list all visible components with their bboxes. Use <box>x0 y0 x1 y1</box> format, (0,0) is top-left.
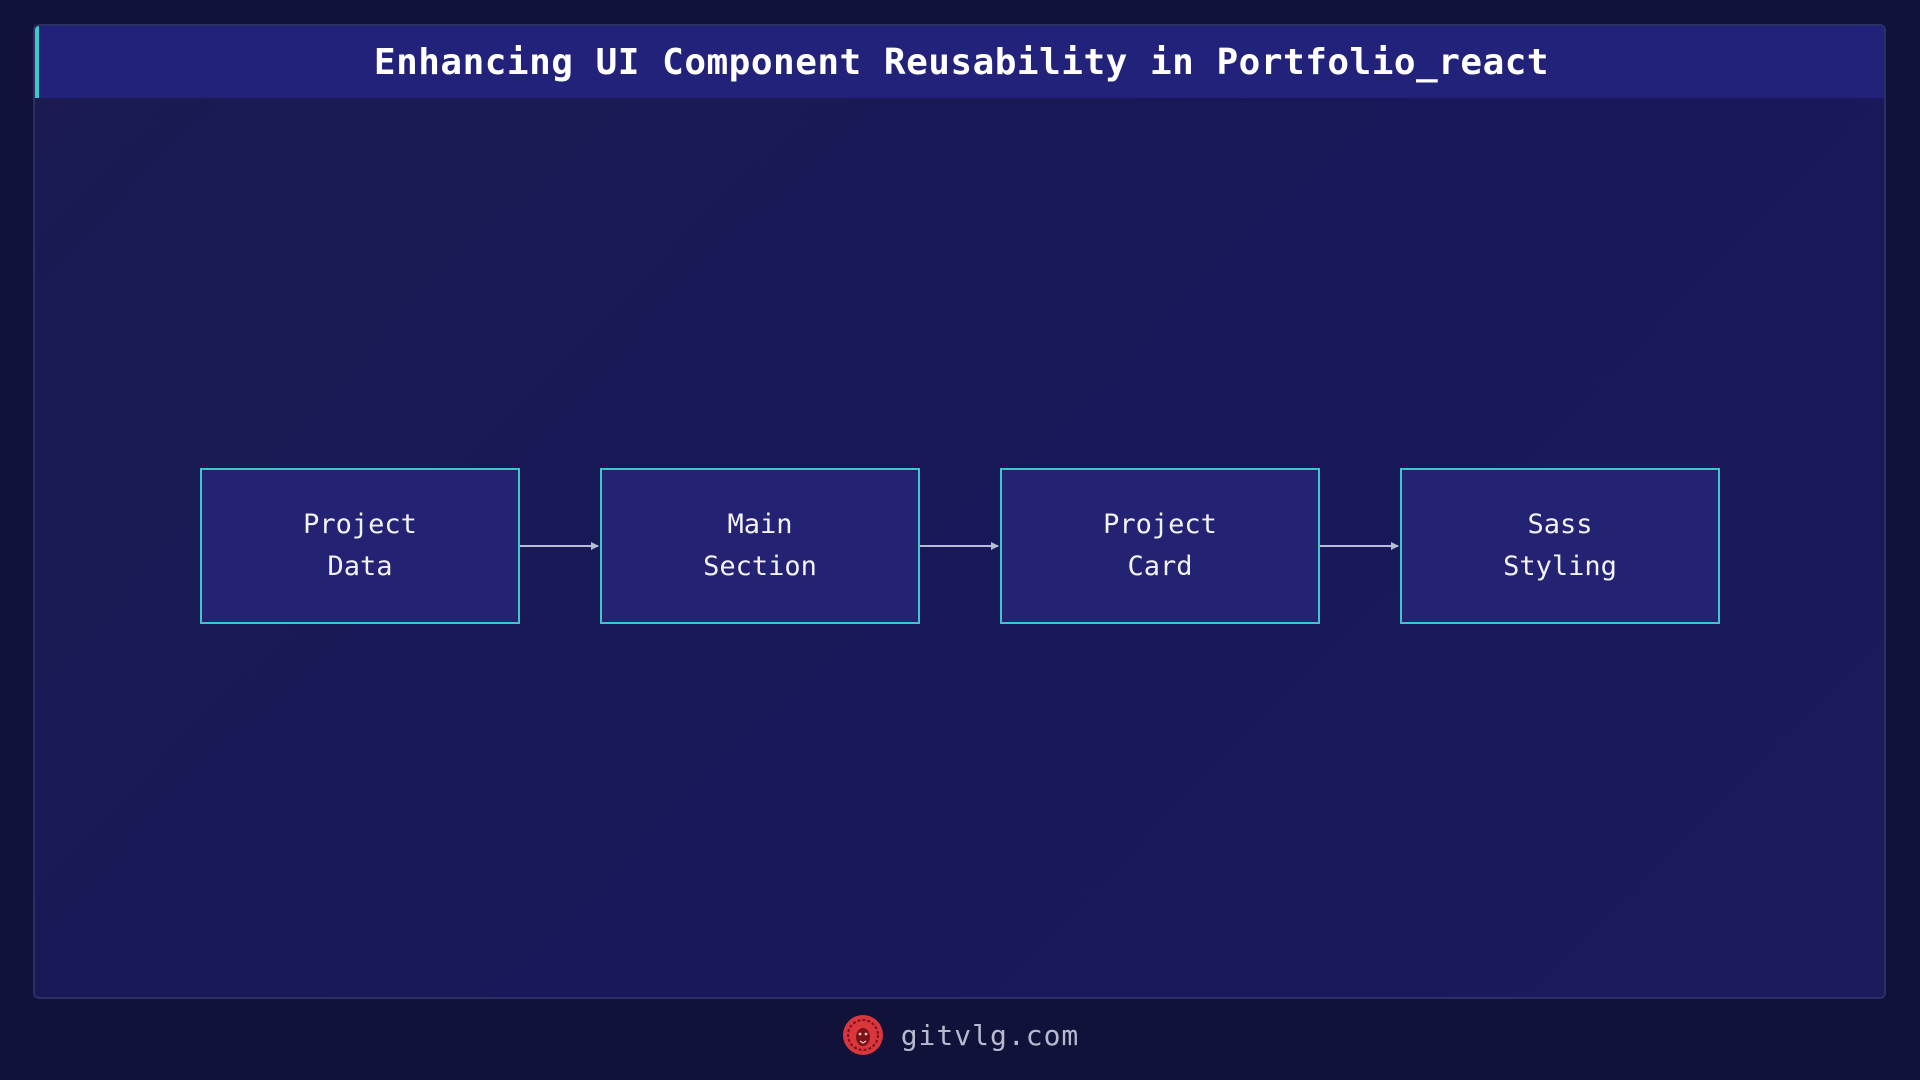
node-label-line1: Sass <box>1527 509 1593 540</box>
node-sass-styling: Sass Styling <box>1400 468 1720 624</box>
node-label-line2: Data <box>327 551 393 582</box>
lion-logo-icon <box>842 1015 883 1055</box>
footer-site-link[interactable]: gitvlg.com <box>900 1018 1080 1052</box>
node-label-line2: Section <box>703 551 817 582</box>
node-label-line1: Project <box>1103 509 1217 540</box>
node-label-line1: Main <box>727 509 793 540</box>
page-title: Enhancing UI Component Reusability in Po… <box>373 41 1550 83</box>
node-project-card: Project Card <box>1000 468 1320 624</box>
node-project-data: Project Data <box>200 468 520 624</box>
footer: gitvlg.com <box>0 1010 1920 1060</box>
node-label-line1: Project <box>303 509 417 540</box>
node-label-line2: Styling <box>1503 551 1617 582</box>
node-label-line2: Card <box>1127 551 1193 582</box>
title-bar: Enhancing UI Component Reusability in Po… <box>35 26 1884 98</box>
node-main-section: Main Section <box>600 468 920 624</box>
